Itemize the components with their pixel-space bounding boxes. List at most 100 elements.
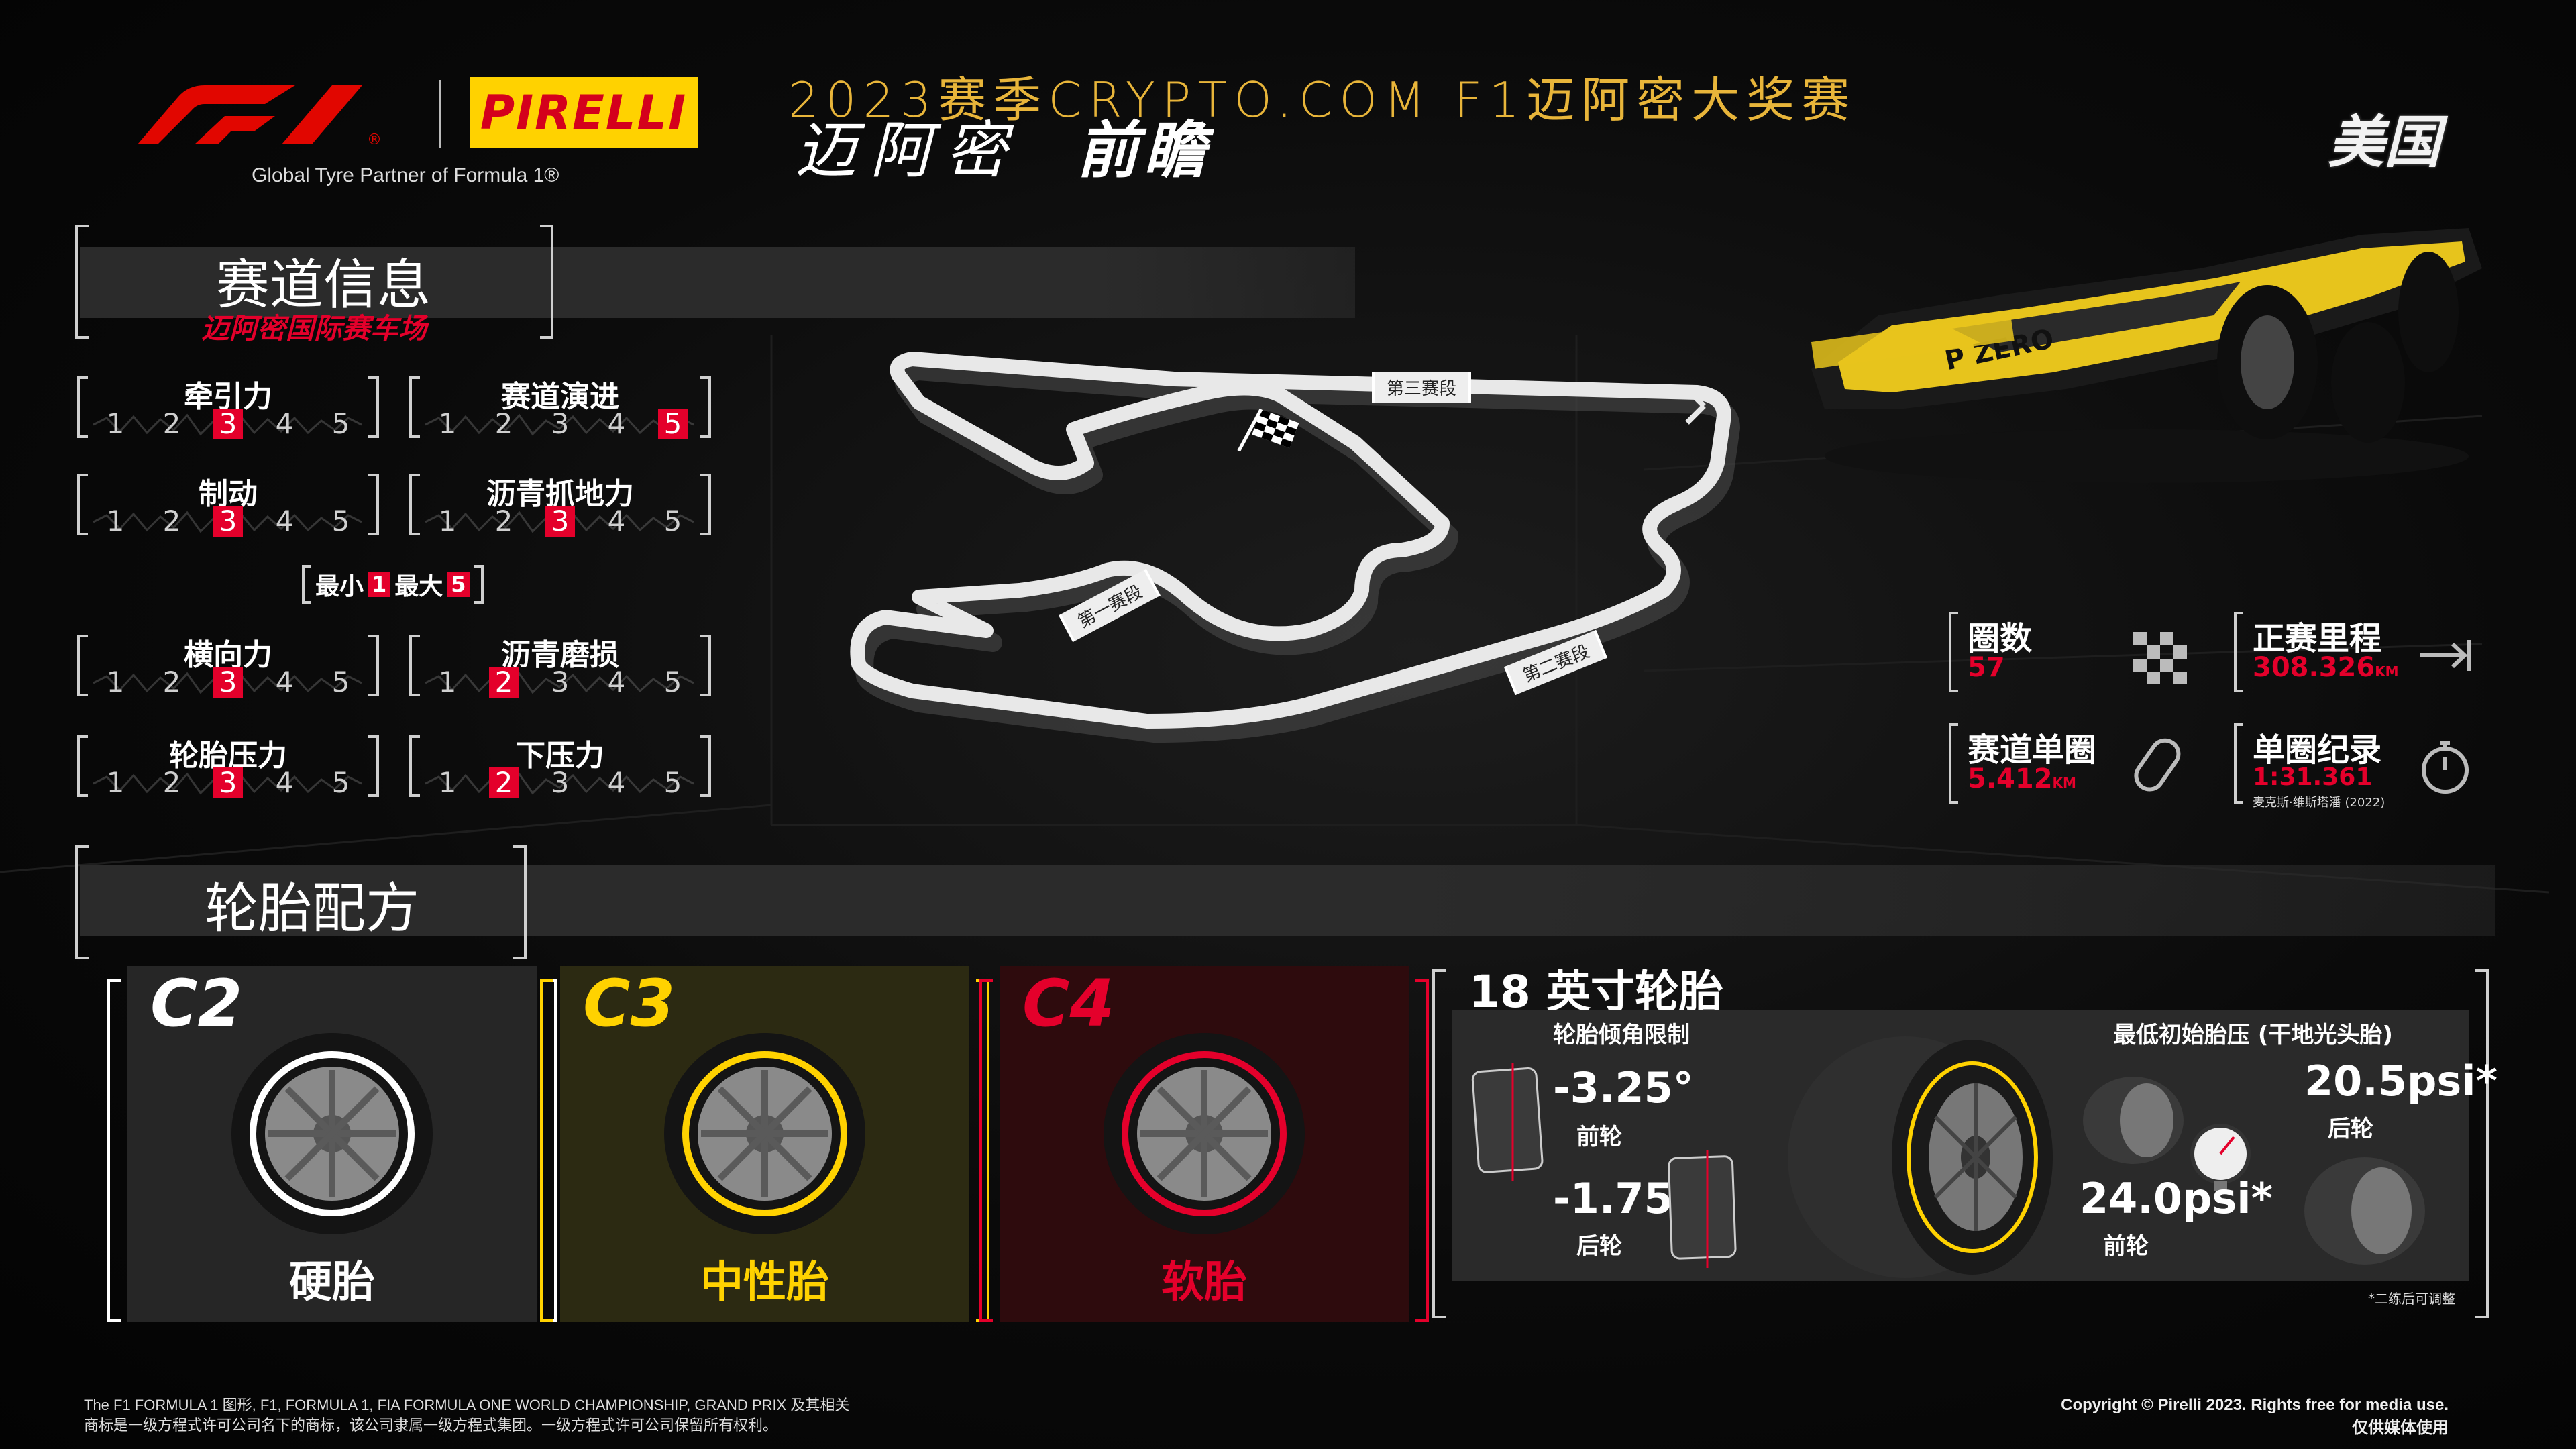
rating-scale-number: 1 bbox=[438, 766, 457, 799]
stat-bracket bbox=[1949, 723, 1958, 804]
pressure-title: 最低初始胎压 (干地光头胎) bbox=[2113, 1022, 2393, 1049]
rating-label: 赛道演进 bbox=[501, 380, 619, 414]
rating-scale-number: 2 bbox=[489, 767, 519, 798]
copyright-notice: Copyright © Pirelli 2023. Rights free fo… bbox=[2061, 1394, 2449, 1440]
stat-record-label: 单圈纪录 bbox=[2253, 731, 2382, 769]
stat-length-value: 5.412KM bbox=[1968, 763, 2076, 794]
compound-code: C2 bbox=[150, 966, 243, 1041]
legend-max-label: 最大 bbox=[394, 573, 443, 600]
f1-logo: ® bbox=[138, 85, 382, 148]
rating-bracket-right bbox=[700, 735, 711, 797]
rating-label: 横向力 bbox=[184, 638, 272, 672]
stat-length-unit: KM bbox=[2052, 775, 2076, 791]
checkered-flag-icon bbox=[1237, 408, 1299, 452]
rating-legend: 最小 1 最大 5 bbox=[302, 564, 484, 605]
rating-bracket-left bbox=[77, 635, 88, 696]
camber-front-label: 前轮 bbox=[1576, 1124, 1622, 1150]
compounds-section-title: 轮胎配方 bbox=[205, 877, 419, 940]
rating-bracket-right bbox=[700, 635, 711, 696]
f1-car-illustration: P ZERO bbox=[1811, 228, 2482, 483]
rating-scale-number: 2 bbox=[489, 667, 519, 698]
tyre18-footnote: *二练后可调整 bbox=[2368, 1291, 2455, 1307]
front-tyre-icon bbox=[2083, 1077, 2184, 1164]
circuit-bracket-right bbox=[540, 225, 553, 339]
rating-scale-number: 1 bbox=[438, 504, 457, 537]
rating-bracket-left bbox=[409, 474, 420, 535]
rating-waveform bbox=[425, 672, 694, 694]
compound-name: 硬胎 bbox=[289, 1258, 375, 1307]
rating-scale-number: 1 bbox=[106, 665, 125, 698]
rating-scale-number: 3 bbox=[213, 409, 243, 439]
card-bracket-right bbox=[1415, 979, 1429, 1322]
stat-record-value: 1:31.361 bbox=[2253, 763, 2373, 791]
rating-scale-number: 2 bbox=[494, 504, 513, 537]
rating-scale-number: 4 bbox=[275, 504, 294, 537]
rating-bracket-right bbox=[700, 474, 711, 535]
rating-scale-number: 2 bbox=[494, 407, 513, 440]
stat-record: 单圈纪录 1:31.361 麦克斯·维斯塔潘 (2022) bbox=[2234, 723, 2489, 810]
stat-bracket bbox=[2234, 612, 2243, 692]
rating-scale-number: 4 bbox=[607, 407, 626, 440]
card-bracket-left bbox=[979, 979, 993, 1322]
rating-scale-number: 4 bbox=[607, 504, 626, 537]
circuit-header-band bbox=[80, 247, 1355, 318]
track-map bbox=[850, 352, 1740, 743]
rating-scale-number: 1 bbox=[106, 407, 125, 440]
rating-bracket-left bbox=[409, 635, 420, 696]
rating-scale-number: 1 bbox=[438, 407, 457, 440]
rating-bracket-left bbox=[77, 474, 88, 535]
rating-scale-number: 3 bbox=[551, 407, 570, 440]
circuit-bracket-left bbox=[75, 225, 89, 339]
rating-scale-number: 5 bbox=[663, 766, 682, 799]
rating-scale-number: 5 bbox=[331, 504, 350, 537]
rating-label: 制动 bbox=[199, 477, 258, 511]
card-bracket-left bbox=[107, 979, 121, 1322]
psi-front-value: 24.0psi* bbox=[2080, 1174, 2273, 1223]
rating-scale-number: 4 bbox=[607, 665, 626, 698]
checkered-flag-icon bbox=[2133, 632, 2187, 684]
tyre-18inch-image bbox=[1788, 1036, 2053, 1278]
rating-scale-number: 5 bbox=[331, 665, 350, 698]
rating-bracket-right bbox=[700, 376, 711, 438]
tyre18-panel: 轮胎倾角限制 最低初始胎压 (干地光头胎) -3.25° 前轮 -1.75° 后… bbox=[1452, 1010, 2498, 1281]
preview-city: 迈阿密 bbox=[795, 115, 1021, 186]
rating-label: 沥青磨损 bbox=[501, 638, 619, 672]
rating-label: 下压力 bbox=[516, 739, 604, 773]
rating-scale-number: 5 bbox=[331, 766, 350, 799]
logo-divider bbox=[439, 80, 441, 148]
legend-bracket-right bbox=[474, 565, 484, 604]
psi-rear-value: 20.5psi* bbox=[2304, 1057, 2498, 1106]
stat-laps-value: 57 bbox=[1968, 652, 2005, 683]
legend-min-label: 最小 bbox=[315, 573, 364, 600]
rating-label: 牵引力 bbox=[184, 380, 272, 414]
rating-bracket-left bbox=[409, 376, 420, 438]
compound-name: 软胎 bbox=[1161, 1258, 1247, 1307]
partner-line: Global Tyre Partner of Formula 1® bbox=[252, 164, 559, 186]
direction-arrow-icon bbox=[1685, 387, 1706, 425]
camber-front-icon bbox=[1471, 1063, 1544, 1181]
legal-notice: The F1 FORMULA 1 图形, F1, FORMULA 1, FIA … bbox=[84, 1395, 849, 1436]
rating-scale-number: 3 bbox=[213, 667, 243, 698]
rating-scale-number: 2 bbox=[162, 504, 181, 537]
rating-scale-number: 5 bbox=[331, 407, 350, 440]
stat-distance-unit: KM bbox=[2375, 663, 2399, 680]
psi-rear-label: 后轮 bbox=[2328, 1116, 2373, 1142]
rating-scale-number: 4 bbox=[607, 766, 626, 799]
legal-line-1: The F1 FORMULA 1 图形, F1, FORMULA 1, FIA … bbox=[84, 1397, 850, 1413]
rating-bracket-right bbox=[368, 376, 379, 438]
rating-scale-number: 3 bbox=[213, 506, 243, 537]
psi-front-label: 前轮 bbox=[2103, 1233, 2149, 1260]
camber-rear-icon bbox=[1668, 1150, 1737, 1268]
copyright-line: Copyright © Pirelli 2023. Rights free fo… bbox=[2061, 1396, 2449, 1414]
